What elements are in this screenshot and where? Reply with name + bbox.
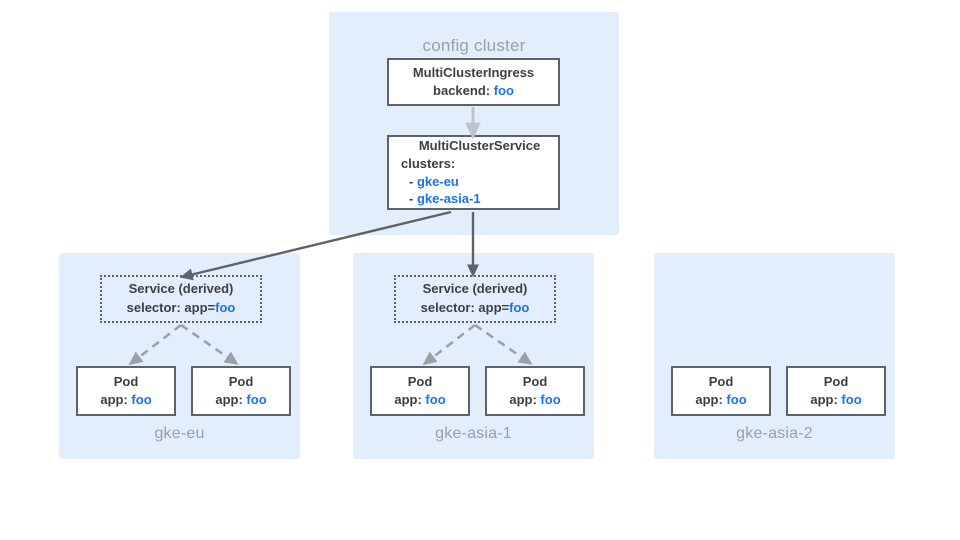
pod-app-field: app: foo [810, 391, 861, 409]
pod-app-label: app: [810, 392, 838, 407]
pod-app-value: foo [726, 392, 747, 407]
mci-backend-value: foo [493, 83, 514, 98]
cluster-label-gke-asia-2: gke-asia-2 [736, 425, 813, 442]
pod-app-label: app: [509, 392, 537, 407]
config-cluster-title: config cluster [422, 36, 526, 55]
pod-app-value: foo [246, 392, 267, 407]
mcs-cluster-item: - gke-eu [401, 173, 459, 191]
pod-app-value: foo [841, 392, 862, 407]
pod-app-value: foo [540, 392, 561, 407]
pod-app-field: app: foo [394, 391, 445, 409]
pod-box[interactable]: Pod app: foo [671, 366, 771, 416]
panel-cluster-gke-asia-2: gke-asia-2 [654, 253, 895, 459]
mcs-clusters-label: clusters: [401, 155, 456, 171]
mci-backend-field: backend: foo [433, 82, 514, 100]
pod-kind: Pod [522, 374, 548, 390]
derived-service-selector-value: foo [509, 300, 530, 315]
cluster-label-gke-eu: gke-eu [154, 425, 205, 442]
panel-cluster-gke-asia-1: gke-asia-1 [353, 253, 594, 459]
pod-kind: Pod [228, 374, 254, 390]
derived-service-selector-value: foo [215, 300, 236, 315]
derived-service-title: Service (derived) [422, 281, 528, 297]
pod-app-label: app: [695, 392, 723, 407]
derived-service-box-gke-eu[interactable]: Service (derived) selector: app=foo [100, 275, 262, 323]
pod-app-label: app: [394, 392, 422, 407]
mcs-cluster-name: gke-asia-1 [416, 191, 481, 207]
pod-app-field: app: foo [215, 391, 266, 409]
derived-service-box-gke-asia-1[interactable]: Service (derived) selector: app=foo [394, 275, 556, 323]
multiclusteringress-box[interactable]: MultiClusterIngress backend: foo [387, 58, 560, 106]
pod-app-label: app: [100, 392, 128, 407]
mcs-cluster-bullet: - [409, 191, 414, 207]
pod-box[interactable]: Pod app: foo [191, 366, 291, 416]
derived-service-selector-label: selector: app= [420, 300, 510, 315]
pod-app-label: app: [215, 392, 243, 407]
mcs-cluster-name: gke-eu [416, 173, 459, 189]
mci-kind: MultiClusterIngress [412, 65, 535, 81]
derived-service-title: Service (derived) [128, 281, 234, 297]
pod-app-value: foo [425, 392, 446, 407]
cluster-label-gke-asia-1: gke-asia-1 [435, 425, 512, 442]
pod-box[interactable]: Pod app: foo [485, 366, 585, 416]
multiclusterservice-box[interactable]: MultiClusterService clusters: - gke-eu -… [387, 135, 560, 210]
derived-service-selector: selector: app=foo [421, 299, 530, 318]
pod-app-field: app: foo [100, 391, 151, 409]
pod-app-field: app: foo [695, 391, 746, 409]
pod-kind: Pod [708, 374, 734, 390]
pod-app-value: foo [131, 392, 152, 407]
pod-kind: Pod [823, 374, 849, 390]
derived-service-selector: selector: app=foo [127, 299, 236, 318]
pod-box[interactable]: Pod app: foo [786, 366, 886, 416]
pod-box[interactable]: Pod app: foo [370, 366, 470, 416]
pod-kind: Pod [407, 374, 433, 390]
mcs-cluster-item: - gke-asia-1 [401, 190, 481, 208]
mcs-cluster-bullet: - [409, 173, 414, 189]
mci-backend-label: backend: [433, 83, 491, 98]
pod-box[interactable]: Pod app: foo [76, 366, 176, 416]
pod-kind: Pod [113, 374, 139, 390]
mcs-kind: MultiClusterService [418, 137, 541, 153]
pod-app-field: app: foo [509, 391, 560, 409]
derived-service-selector-label: selector: app= [126, 300, 216, 315]
